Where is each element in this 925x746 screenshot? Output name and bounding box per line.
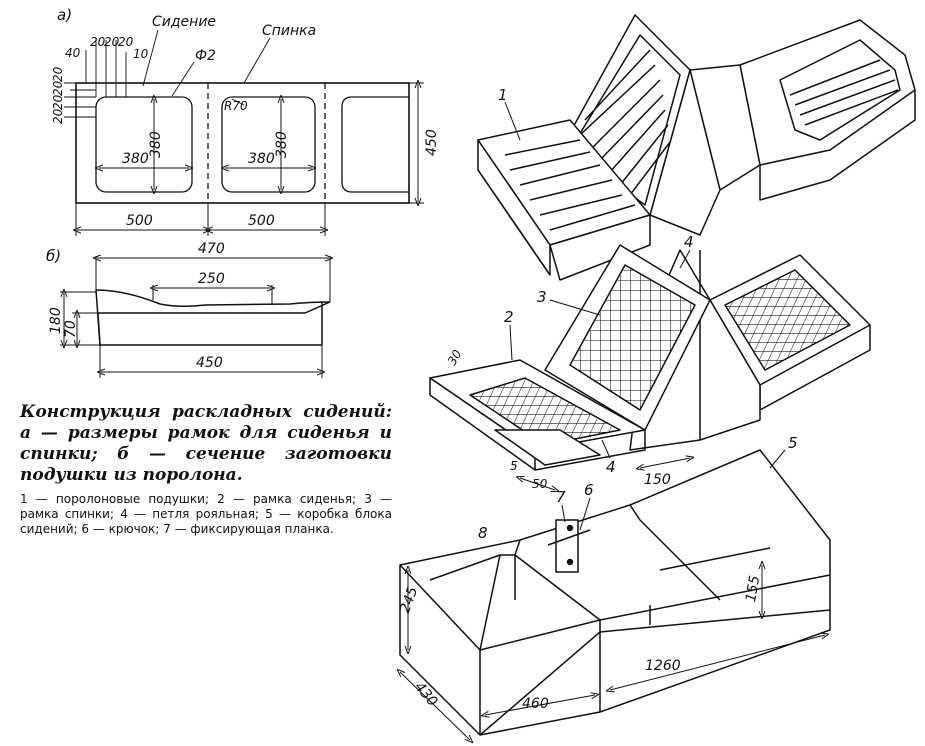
drawing-frames-callouts: 4 3 2 30 4 5 50 150 xyxy=(445,233,694,491)
callout-150: 150 xyxy=(644,472,671,488)
callout-8: 8 xyxy=(478,524,488,542)
callout-5-small: 5 xyxy=(510,459,518,473)
back-label: Спинка xyxy=(262,23,316,39)
panel-a-frame-dimensions: а) xyxy=(57,6,424,236)
dim-a-450: 450 xyxy=(424,129,440,156)
dim-a-20-5: 20 xyxy=(51,80,65,96)
dim-a-380-v1: 380 xyxy=(148,131,164,158)
dim-a-20-4: 20 xyxy=(51,66,65,82)
callout-2: 2 xyxy=(504,308,514,326)
drawing-cushions-callouts: 1 xyxy=(498,86,521,141)
drawing-frames xyxy=(429,244,871,471)
drawing-cushions xyxy=(477,14,916,281)
dim-a-phi2: Ф2 xyxy=(195,48,216,64)
callout-5: 5 xyxy=(788,434,798,452)
panel-b-tag: б) xyxy=(46,247,61,265)
callout-7: 7 xyxy=(556,488,566,506)
dim-a-380-h2: 380 xyxy=(248,151,275,167)
dim-a-20-7: 20 xyxy=(51,108,65,124)
callout-4-bottom: 4 xyxy=(606,458,616,476)
callout-1: 1 xyxy=(498,86,508,104)
dim-a-20-1: 20 xyxy=(90,35,106,49)
dim-460: 460 xyxy=(522,696,549,712)
dim-a-380-h1: 380 xyxy=(122,151,149,167)
dim-a-20-2: 20 xyxy=(104,35,120,49)
dim-b-450: 450 xyxy=(196,355,223,371)
dim-a-r70: R70 xyxy=(224,99,248,113)
dim-155: 155 xyxy=(743,574,763,603)
caption-legend: 1 — поролоновые подушки; 2 — рамка сиден… xyxy=(20,492,392,536)
drawing-box xyxy=(399,449,831,736)
dim-b-70: 70 xyxy=(63,320,79,338)
dim-b-250: 250 xyxy=(198,271,225,287)
dim-a-10: 10 xyxy=(133,47,149,61)
dim-a-500-2: 500 xyxy=(248,213,275,229)
callout-6: 6 xyxy=(584,481,594,499)
panel-a-tag: а) xyxy=(57,6,72,24)
dim-a-380-v2: 380 xyxy=(274,131,290,158)
caption-title: Конструкция раскладных сидений: а — разм… xyxy=(20,402,392,485)
callout-50: 50 xyxy=(532,477,548,491)
panel-b-cushion-section: б) xyxy=(46,247,330,378)
callout-3: 3 xyxy=(537,288,547,306)
dim-1260: 1260 xyxy=(645,658,681,674)
dim-b-470: 470 xyxy=(198,241,225,257)
dim-b-180: 180 xyxy=(48,307,64,334)
callout-4-top: 4 xyxy=(684,233,694,251)
figure-caption: Конструкция раскладных сидений: а — разм… xyxy=(20,402,392,537)
callout-30: 30 xyxy=(445,347,465,368)
seat-label: Сидение xyxy=(152,14,216,30)
dim-a-20-6: 20 xyxy=(51,94,65,110)
dim-a-20-3: 20 xyxy=(118,35,134,49)
dim-a-40: 40 xyxy=(65,46,81,60)
panel-a-dims: Сидение Спинка 40 20 20 20 10 Ф2 20 20 2… xyxy=(51,14,440,229)
dim-a-500-1: 500 xyxy=(126,213,153,229)
panel-b-dims: 470 250 180 70 450 xyxy=(48,241,225,371)
